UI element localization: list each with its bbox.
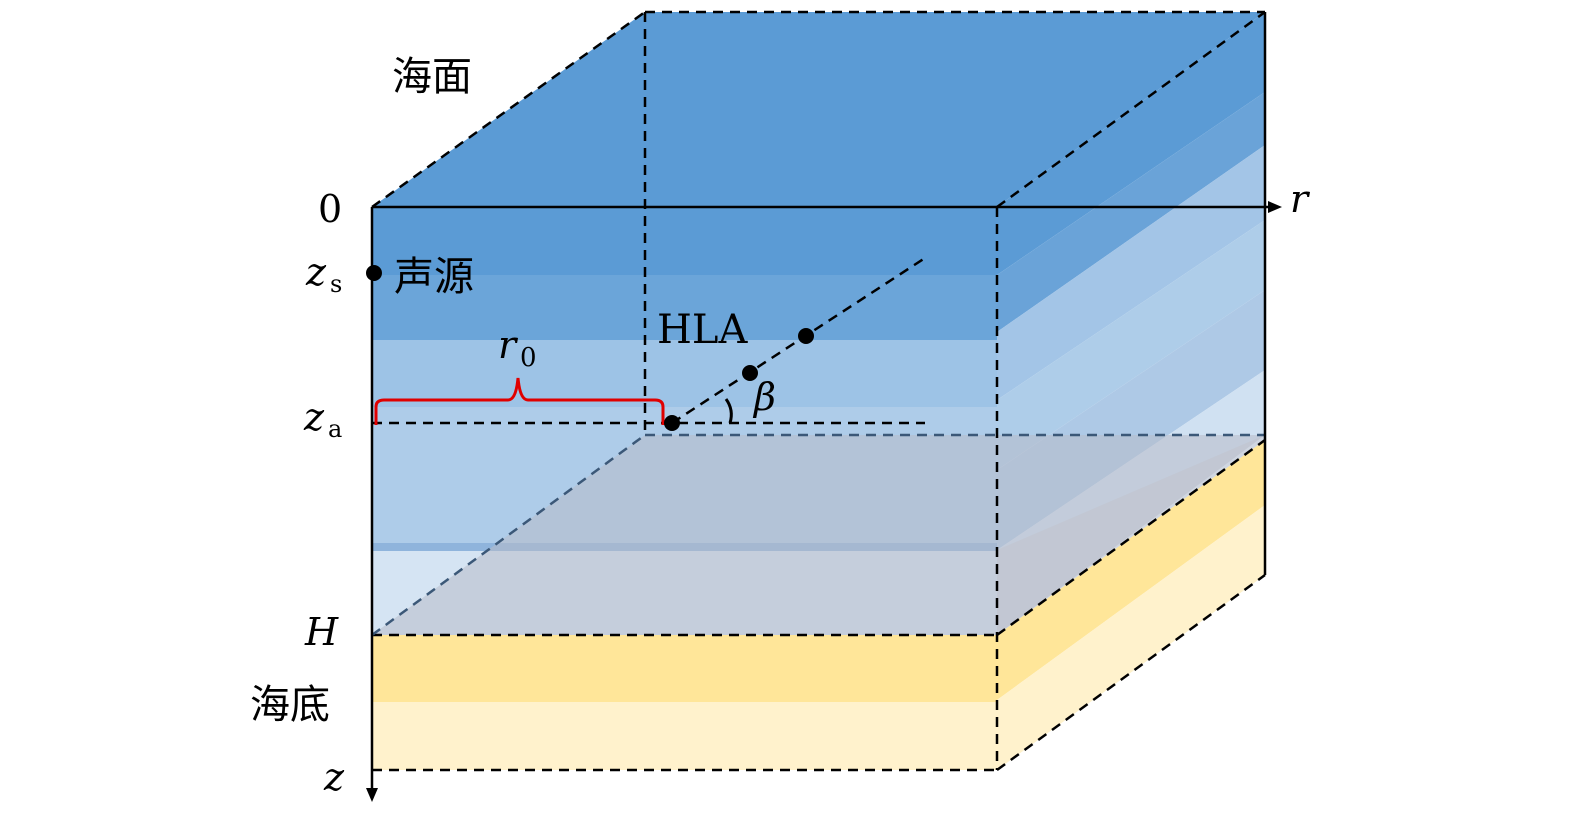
sediment-lower-layer — [372, 702, 997, 770]
H-label: H — [304, 610, 339, 654]
hla-element-2 — [742, 365, 758, 381]
r0-label: r — [498, 323, 519, 367]
z-axis-arrow-icon — [366, 788, 378, 802]
axes — [370, 205, 1272, 792]
za-label: z — [303, 395, 325, 439]
r0-subscript: 0 — [520, 343, 537, 373]
hla-element-3 — [798, 328, 814, 344]
box-edges — [371, 10, 1266, 772]
top-face — [372, 12, 1265, 207]
beta-label: β — [752, 375, 776, 419]
beta-angle-arc — [724, 398, 733, 424]
sea-surface-label: 海面 — [392, 54, 472, 100]
r0-bracket — [374, 377, 665, 425]
hla-element-1 — [664, 415, 680, 431]
zs-label: z — [305, 250, 327, 294]
source-label: 声源 — [394, 254, 474, 300]
zs-subscript: s — [330, 270, 342, 298]
seabed-plane-edges — [371, 433, 1265, 637]
seabed-plane — [372, 435, 1265, 635]
r-axis-label: r — [1290, 177, 1311, 221]
origin-label: 0 — [318, 187, 342, 231]
z-axis-label: z — [323, 755, 345, 799]
za-subscript: a — [328, 415, 342, 443]
hla-label: HLA — [657, 307, 748, 353]
sediment-upper-layer — [372, 635, 997, 702]
r-axis-arrow-icon — [1268, 201, 1282, 213]
seabed-label: 海底 — [250, 682, 330, 728]
source-point — [366, 265, 382, 281]
